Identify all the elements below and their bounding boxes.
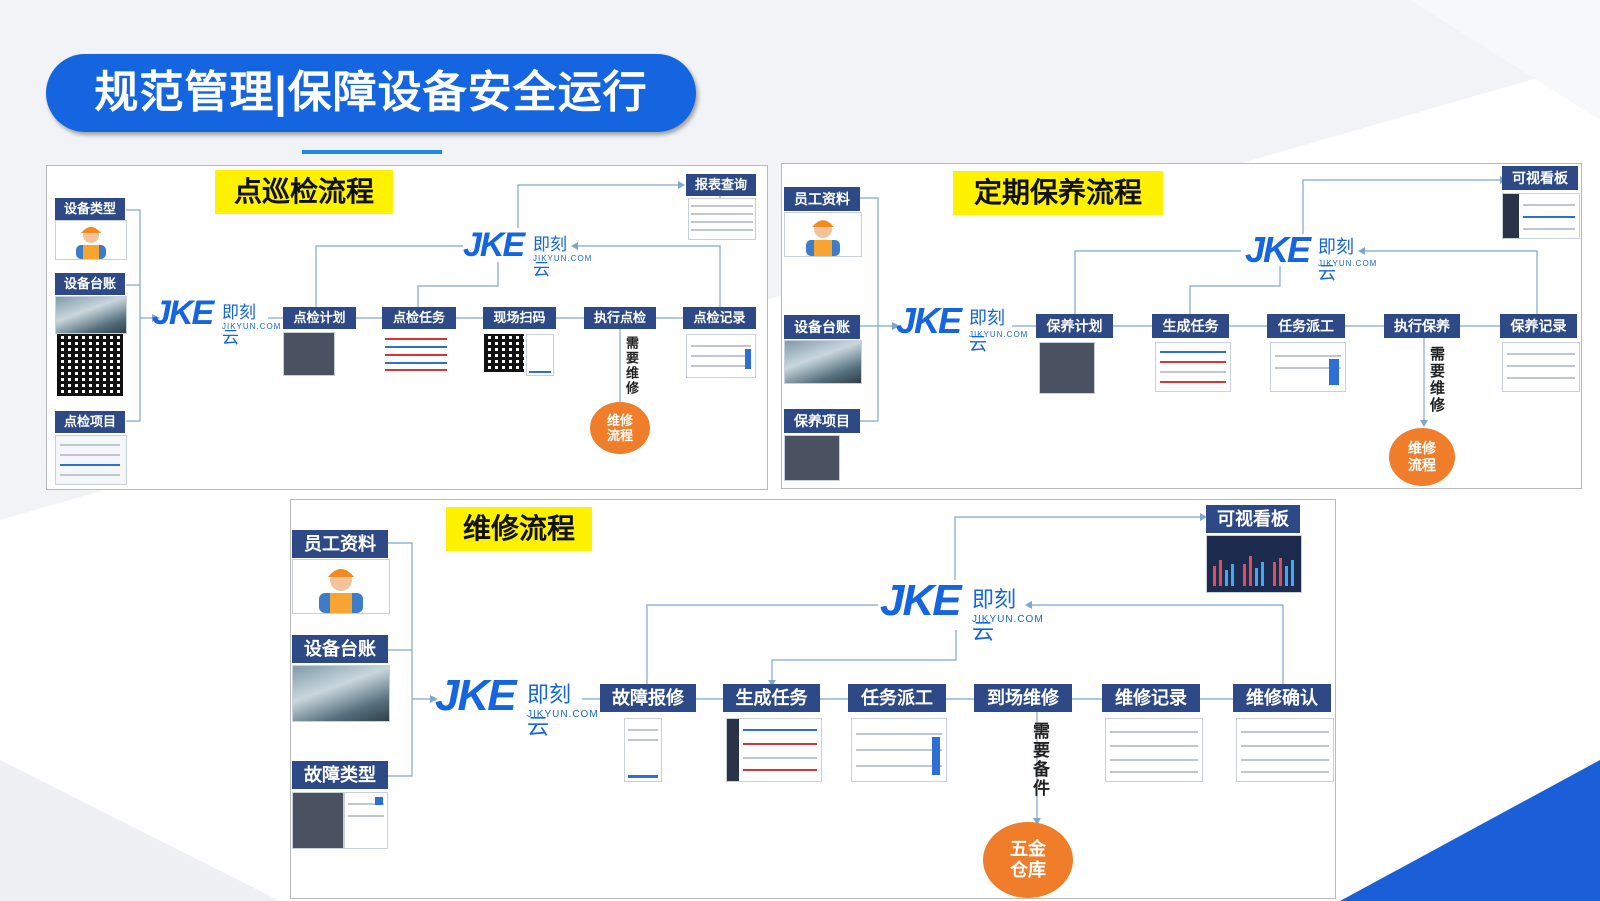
repair-need-parts: 需要备件: [1030, 722, 1049, 798]
worker-icon: [292, 559, 390, 614]
maintenance-step-record: 保养记录: [1500, 314, 1577, 338]
qr-code: [57, 334, 123, 396]
maintenance-visual-board: 可视看板: [1502, 166, 1578, 190]
inspection-step-execute: 执行点检: [584, 307, 656, 329]
scan-qr-thumbnail: [484, 334, 524, 372]
repair-task-thumbnail: [726, 718, 822, 782]
maintenance-task-thumbnail: [1155, 342, 1231, 392]
repair-step-generate: 生成任务: [723, 684, 820, 712]
repair-step-confirm: 维修确认: [1233, 684, 1331, 712]
repair-board-thumbnail: [1206, 535, 1302, 593]
maintenance-need-repair: 需要维修: [1428, 346, 1445, 414]
inspection-title: 点巡检流程: [215, 170, 393, 214]
inspection-input-items: 点检项目: [55, 411, 125, 433]
worker-icon: [55, 220, 127, 260]
maintenance-repair-circle: 维修流程: [1389, 428, 1455, 486]
maintenance-step-dispatch: 任务派工: [1267, 314, 1345, 338]
inspection-repair-circle: 维修流程: [590, 402, 650, 454]
fault-type-thumbnail: [292, 792, 344, 849]
repair-dispatch-thumbnail: [851, 718, 947, 782]
maintenance-dispatch-thumbnail: [1270, 342, 1346, 392]
page-title: 规范管理|保障设备安全运行: [46, 54, 696, 132]
inspection-step-record: 点检记录: [683, 307, 756, 329]
report-thumbnail: [688, 198, 756, 240]
jke-logo: JKE 即刻云 JIKYUN.COM: [463, 226, 593, 279]
jke-logo: JKE 即刻云 JIKYUN.COM: [880, 576, 1044, 644]
scan-phone-thumbnail: [526, 334, 554, 376]
inspection-need-repair: 需要维修: [624, 336, 639, 396]
maintenance-items-thumbnail: [784, 435, 840, 481]
maintenance-step-generate: 生成任务: [1152, 314, 1229, 338]
maintenance-plan-thumbnail: [1039, 342, 1095, 394]
task-thumbnail: [383, 334, 449, 372]
maintenance-step-execute: 执行保养: [1384, 314, 1460, 338]
record-thumbnail: [686, 334, 756, 378]
fault-type-detail-thumbnail: [344, 792, 388, 849]
inspection-input-ledger: 设备台账: [55, 273, 125, 295]
jke-logo: JKE 即刻云 JIKYUN.COM: [435, 671, 599, 739]
maintenance-input-items: 保养项目: [784, 409, 860, 433]
maintenance-record-thumbnail: [1502, 342, 1580, 392]
repair-title: 维修流程: [446, 507, 592, 551]
title-underline: [302, 150, 442, 154]
repair-step-record: 维修记录: [1102, 684, 1200, 712]
machine-photo: [55, 296, 127, 334]
plan-thumbnail: [283, 332, 335, 376]
repair-input-fault-type: 故障类型: [292, 761, 388, 789]
worker-icon: [784, 212, 862, 257]
maintenance-title: 定期保养流程: [953, 171, 1163, 215]
repair-step-report: 故障报修: [600, 684, 696, 712]
repair-step-onsite: 到场维修: [974, 684, 1072, 712]
repair-record-thumbnail: [1105, 718, 1203, 782]
repair-step-dispatch: 任务派工: [848, 684, 946, 712]
inspection-step-scan: 现场扫码: [483, 307, 556, 329]
items-thumbnail: [55, 435, 127, 485]
report-phone-thumbnail: [624, 718, 662, 782]
repair-visual-board: 可视看板: [1206, 505, 1300, 533]
repair-input-ledger: 设备台账: [292, 635, 388, 663]
maintenance-input-ledger: 设备台账: [784, 315, 860, 339]
repair-input-staff: 员工资料: [292, 530, 388, 558]
inspection-step-task: 点检任务: [382, 307, 456, 329]
jke-logo: JKE 即刻云 JIKYUN.COM: [896, 300, 1029, 354]
inspection-input-device-type: 设备类型: [55, 198, 125, 220]
machine-photo: [292, 665, 390, 722]
jke-logo: JKE 即刻云 JIKYUN.COM: [1245, 229, 1378, 283]
maintenance-step-plan: 保养计划: [1036, 314, 1113, 338]
machine-photo: [784, 340, 862, 384]
warehouse-circle: 五金仓库: [983, 822, 1073, 898]
inspection-step-plan: 点检计划: [283, 307, 356, 329]
maintenance-board-thumbnail: [1502, 193, 1580, 239]
jke-logo: JKE 即刻云 JIKYUN.COM: [152, 294, 282, 347]
inspection-report-query: 报表查询: [686, 174, 756, 196]
repair-confirm-thumbnail: [1236, 718, 1334, 782]
maintenance-input-staff: 员工资料: [784, 187, 860, 211]
